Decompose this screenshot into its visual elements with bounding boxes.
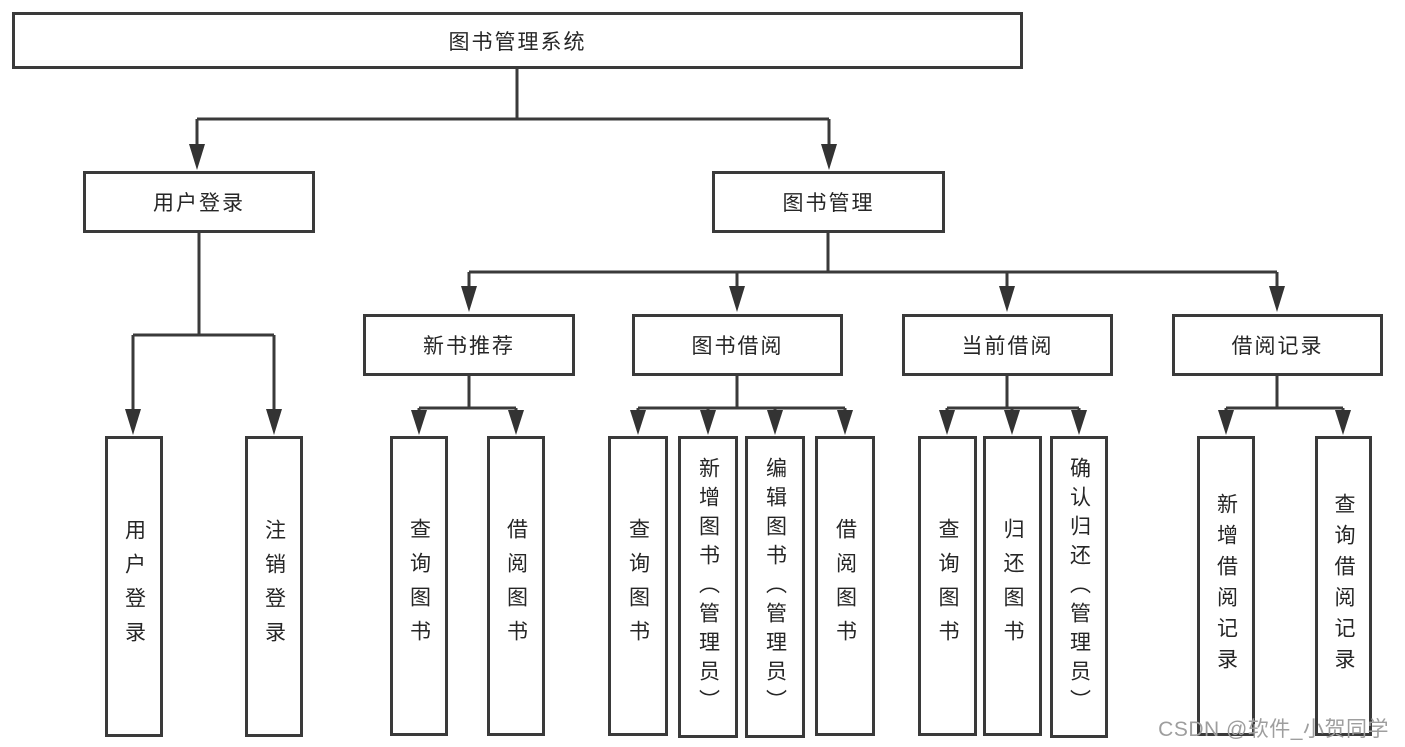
leaf-node-query-books-rec: 查询图书 (390, 436, 448, 736)
leaf-node-borrow-books: 借阅图书 (815, 436, 875, 736)
leaf-label: 借阅图书 (833, 518, 857, 654)
node-label: 新书推荐 (423, 335, 515, 358)
node-book-management: 图书管理 (712, 171, 945, 233)
node-label: 当前借阅 (961, 335, 1054, 358)
leaf-label: 用户登录 (122, 518, 146, 655)
leaf-node-add-borrow-record: 新增借阅记录 (1197, 436, 1255, 736)
leaf-node-borrow-books-rec: 借阅图书 (487, 436, 545, 736)
leaf-node-confirm-return-admin: 确认归还（管理员） (1050, 436, 1108, 738)
leaf-label: 归还图书 (1001, 518, 1024, 654)
leaf-label: 查询图书 (407, 518, 431, 654)
leaf-node-query-borrow-record: 查询借阅记录 (1315, 436, 1372, 736)
node-label: 图书借阅 (691, 335, 784, 358)
leaf-label: 借阅图书 (504, 518, 528, 654)
leaf-label: 新增借阅记录 (1214, 493, 1238, 679)
csdn-watermark: CSDN @软件_小贺同学 (1158, 718, 1389, 741)
leaf-label: 注销登录 (262, 518, 286, 655)
leaf-label: 编辑图书（管理员） (763, 456, 787, 718)
leaf-node-query-books-current: 查询图书 (918, 436, 977, 736)
leaf-node-edit-books-admin: 编辑图书（管理员） (745, 436, 805, 738)
leaf-node-user-login: 用户登录 (105, 436, 163, 737)
node-borrowing-records: 借阅记录 (1172, 314, 1383, 376)
node-user-login: 用户登录 (83, 171, 315, 233)
leaf-node-logout: 注销登录 (245, 436, 303, 737)
node-book-borrowing: 图书借阅 (632, 314, 843, 376)
root-node-book-management-system: 图书管理系统 (12, 12, 1023, 69)
leaf-label: 查询借阅记录 (1332, 493, 1355, 679)
node-new-book-recommend: 新书推荐 (363, 314, 575, 376)
leaf-label: 新增图书（管理员） (696, 456, 720, 718)
node-label: 图书管理 (782, 192, 875, 215)
leaf-label: 查询图书 (626, 518, 650, 654)
leaf-node-return-books: 归还图书 (983, 436, 1042, 736)
arrowhead-icons (125, 144, 1351, 435)
node-label: 用户登录 (153, 192, 245, 215)
node-label: 借阅记录 (1231, 335, 1324, 358)
leaf-label: 查询图书 (936, 518, 959, 654)
node-current-borrowing: 当前借阅 (902, 314, 1113, 376)
root-node-label: 图书管理系统 (448, 30, 587, 54)
leaf-node-add-books-admin: 新增图书（管理员） (678, 436, 738, 738)
leaf-label: 确认归还（管理员） (1067, 456, 1091, 718)
leaf-node-query-books-borrow: 查询图书 (608, 436, 668, 736)
